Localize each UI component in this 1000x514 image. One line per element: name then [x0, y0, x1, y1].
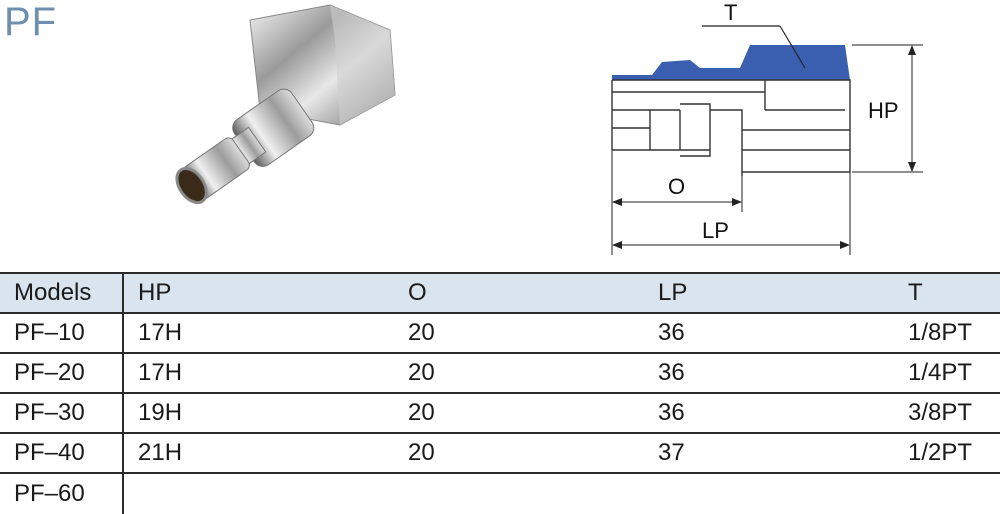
- cell-hp: 19H: [123, 393, 394, 434]
- page-title: PF: [4, 0, 58, 44]
- header-lp: LP: [644, 272, 894, 314]
- cell-o: 20: [394, 353, 644, 394]
- cell-model: PF–30: [0, 393, 124, 434]
- label-o: O: [668, 174, 685, 199]
- cell-lp: 36: [644, 353, 894, 394]
- table-row: PF–20 17H 20 36 1/4PT: [0, 353, 1000, 394]
- table-row: PF–30 19H 20 36 3/8PT: [0, 393, 1000, 434]
- label-t: T: [724, 0, 737, 25]
- thread-band: [612, 45, 850, 80]
- cell-o: 20: [394, 433, 644, 474]
- cell-model: PF–10: [0, 313, 124, 354]
- header-o: O: [394, 272, 644, 314]
- cell-lp: 36: [644, 313, 894, 354]
- cell-model: PF–60: [0, 473, 124, 514]
- header-models: Models: [0, 272, 124, 314]
- cell-t: 1/4PT: [894, 353, 1000, 394]
- cell-lp: 37: [644, 433, 894, 474]
- cell-hp: [123, 473, 394, 514]
- cell-o: [394, 473, 644, 514]
- cell-model: PF–20: [0, 353, 124, 394]
- cell-t: 1/8PT: [894, 313, 1000, 354]
- header-t: T: [894, 272, 1000, 314]
- specs-table: Models HP O LP T PF–10 17H 20 36 1/8PT P…: [0, 272, 1000, 514]
- coupler-photo: [175, 4, 396, 205]
- header-hp: HP: [123, 272, 394, 314]
- cell-model: PF–40: [0, 433, 124, 474]
- cell-t: [894, 473, 1000, 514]
- cell-lp: [644, 473, 894, 514]
- cell-o: 20: [394, 393, 644, 434]
- table-row: PF–10 17H 20 36 1/8PT: [0, 313, 1000, 354]
- table-header-row: Models HP O LP T: [0, 272, 1000, 314]
- table-row: PF–60: [0, 473, 1000, 514]
- cell-o: 20: [394, 313, 644, 354]
- label-hp: HP: [868, 98, 899, 123]
- table-row: PF–40 21H 20 37 1/2PT: [0, 433, 1000, 474]
- cell-t: 1/2PT: [894, 433, 1000, 474]
- dimension-diagram: T HP O LP: [611, 0, 923, 255]
- cell-hp: 17H: [123, 353, 394, 394]
- cell-hp: 21H: [123, 433, 394, 474]
- cell-hp: 17H: [123, 313, 394, 354]
- cell-lp: 36: [644, 393, 894, 434]
- label-lp: LP: [702, 218, 729, 243]
- cell-t: 3/8PT: [894, 393, 1000, 434]
